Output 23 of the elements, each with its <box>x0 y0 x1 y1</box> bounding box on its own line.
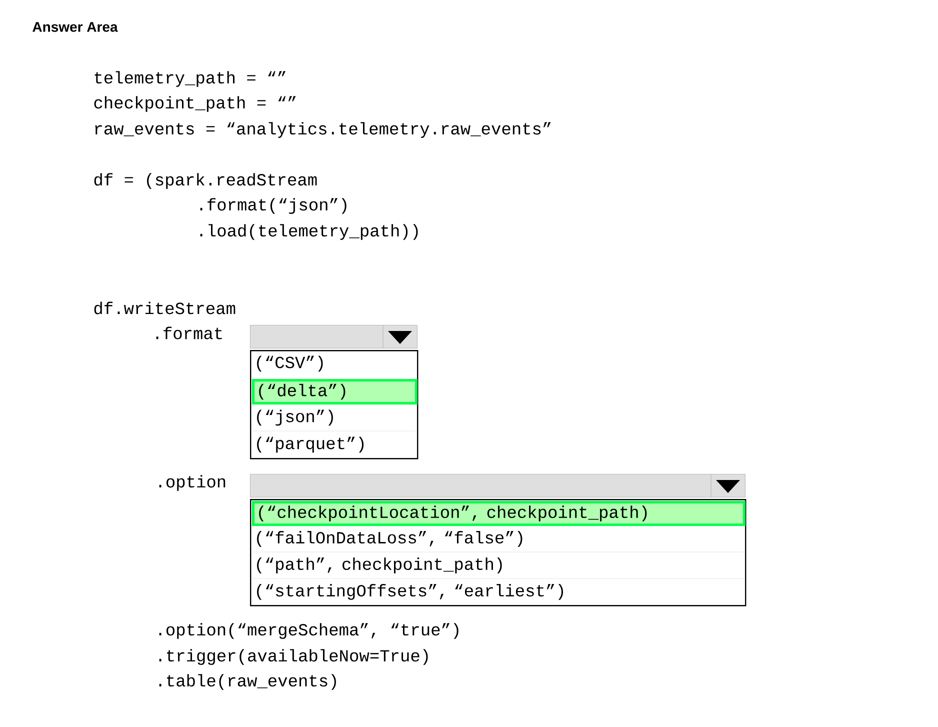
code-line: telemetry_path = “” <box>94 71 286 87</box>
code-line: .format <box>156 326 222 340</box>
dropdown-option: (“delta”) <box>252 379 418 404</box>
code-line: .option <box>159 475 226 491</box>
dropdown-option: (“json”) <box>257 410 333 426</box>
dropdown-box <box>250 324 418 348</box>
code-line: .option(“mergeSchema”, “true”) <box>159 623 458 639</box>
dropdown-box <box>250 474 746 498</box>
code-line: raw_events = “analytics.telemetry.raw_events” <box>95 122 551 138</box>
dropdown-option: (“failOnDataLoss”, “false”) <box>257 531 522 547</box>
dropdown-option: (“parquet”) <box>257 436 364 453</box>
code-line: .trigger(availableNow=True) <box>159 649 428 665</box>
code-line: .load(telemetry_path)) <box>200 224 418 240</box>
code-line: checkpoint_path = “” <box>94 96 296 112</box>
code-line: df = (spark.readStream <box>94 173 317 189</box>
heading: Answer Area <box>32 22 118 32</box>
code-line: .table(raw_events) <box>159 674 336 690</box>
dropdown-option: (“startingOffsets”, “earliest”) <box>257 584 563 600</box>
code-line: .format(“json”) <box>200 198 346 214</box>
dropdown-option: (“checkpointLocation”, checkpoint_path) <box>252 501 746 526</box>
dropdown-option: (“path”, checkpoint_path) <box>257 558 502 574</box>
code-line: df.writeStream <box>94 302 236 314</box>
dropdown-option: (“CSV”) <box>257 356 323 372</box>
